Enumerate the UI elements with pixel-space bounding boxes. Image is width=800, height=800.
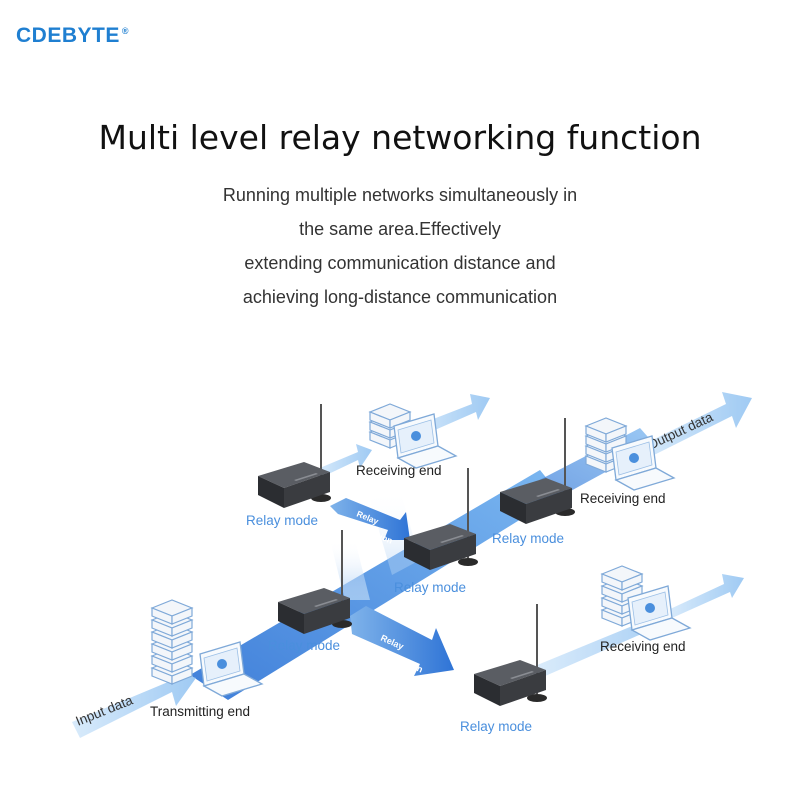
output-data-arrow: Output data — [640, 392, 752, 458]
relay-transmission-arrow-lower: Relay transmission — [350, 606, 454, 676]
subtitle: Running multiple networks simultaneously… — [150, 178, 650, 314]
relay-mode-label: Relay mode — [268, 638, 340, 653]
transmitting-end-label: Transmitting end — [150, 704, 250, 719]
brand-logo: CDEBYTE® — [16, 24, 129, 48]
bottom-light-arrow — [530, 612, 664, 680]
receiving-end-label: Receiving end — [600, 639, 686, 654]
brand-logo-text: CDEBYTE — [16, 24, 120, 47]
receiving-end-label: Receiving end — [580, 491, 666, 506]
relay-mode-label: Relay mode — [460, 719, 532, 734]
output-data-label: Output data — [645, 409, 716, 453]
relay-light-arrow — [315, 444, 372, 478]
registered-mark: ® — [121, 26, 129, 36]
right-light-arrow — [668, 574, 744, 618]
subtitle-line-3: extending communication distance and — [244, 253, 556, 273]
relay-mode-label: Relay mode — [394, 580, 466, 595]
subtitle-line-4: achieving long-distance communication — [242, 287, 558, 307]
vertical-beam — [330, 540, 370, 600]
page-title: Multi level relay networking function — [98, 118, 702, 157]
server-stack-icon — [151, 599, 193, 685]
relay-mode-label: Relay mode — [492, 531, 564, 546]
subtitle-line-1: Running multiple networks simultaneously… — [222, 185, 578, 205]
receiving-end-label: Receiving end — [356, 463, 442, 478]
subtitle-line-2: the same area.Effectively — [299, 219, 501, 239]
relay-mode-label: Relay mode — [246, 513, 318, 528]
